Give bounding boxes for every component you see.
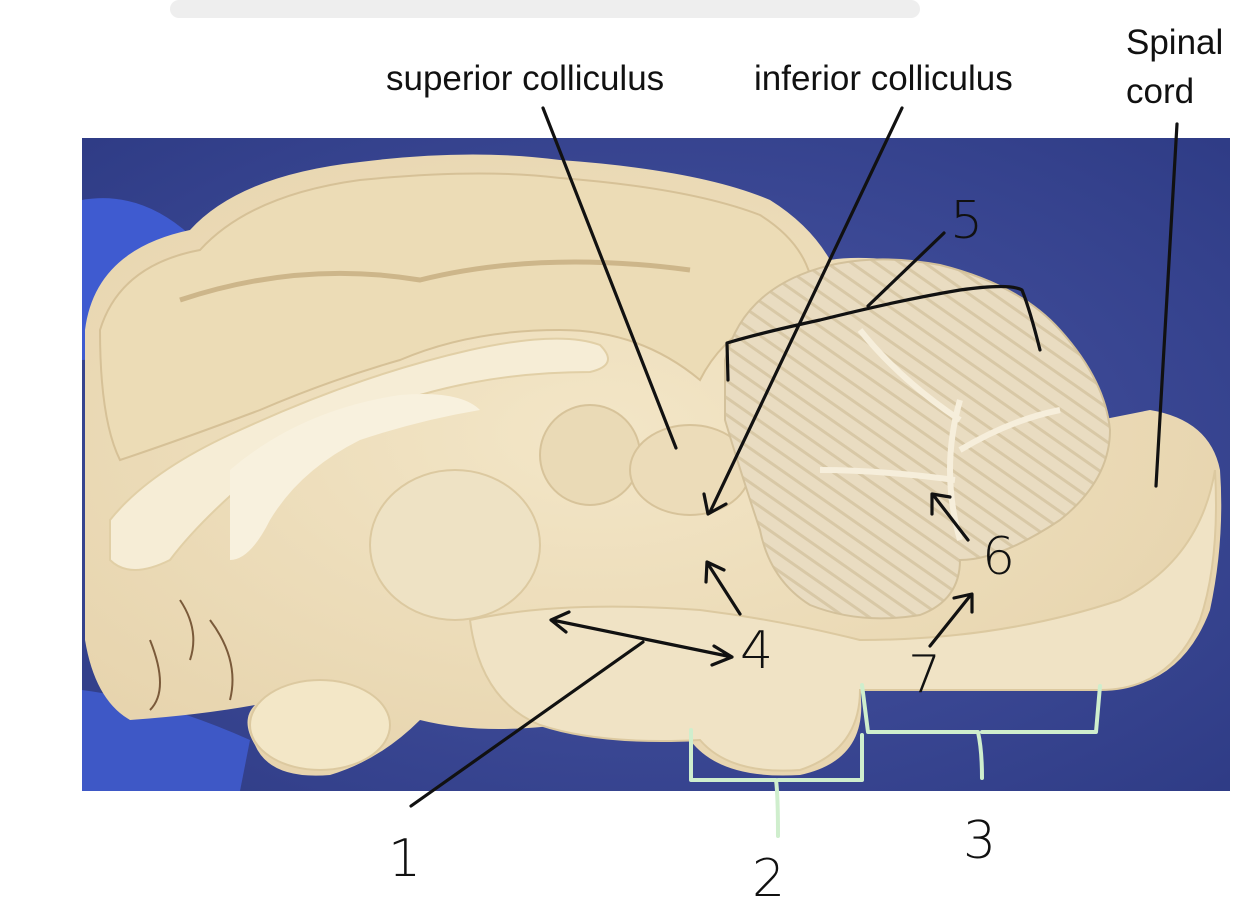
inferior-colliculus-arrowhead (702, 492, 728, 516)
four-double-arrow (549, 610, 734, 667)
inferior-colliculus-pointer (708, 106, 904, 514)
label-3: 3 (963, 811, 996, 871)
label-5: 5 (950, 191, 983, 251)
label-2: 2 (752, 849, 785, 909)
label-6: 6 (982, 527, 1015, 587)
five-pointer (866, 231, 946, 308)
label-superior-colliculus: superior colliculus (386, 59, 664, 98)
cerebellum-bracket (725, 284, 1042, 382)
thalamus (369, 469, 541, 621)
vessels (149, 599, 234, 711)
cortex-sulcus (179, 259, 691, 303)
superior-colliculus-pointer (541, 106, 678, 450)
fornix (230, 394, 480, 560)
pituitary-region (249, 679, 391, 771)
label-4: 4 (740, 621, 773, 681)
bracket-3 (860, 683, 1102, 780)
six-arrow (930, 492, 970, 542)
bracket-2 (689, 728, 864, 838)
label-7: 7 (908, 645, 941, 705)
brainstem (468, 469, 1217, 772)
one-pointer (409, 640, 645, 808)
superior-colliculus-tissue (539, 404, 641, 506)
label-spinal-cord-line2: cord (1126, 72, 1194, 111)
label-inferior-colliculus: inferior colliculus (754, 59, 1013, 98)
label-1: 1 (388, 829, 421, 889)
arbor-vitae (819, 328, 1061, 541)
cerebellum (724, 258, 1112, 620)
seven-arrow (928, 592, 974, 648)
corpus-callosum (109, 337, 609, 571)
top-shadow (170, 0, 920, 18)
four-arrow-upper (704, 560, 742, 616)
label-spinal-cord-line1: Spinal (1126, 23, 1223, 62)
spinal-cord-pointer (1154, 122, 1179, 488)
